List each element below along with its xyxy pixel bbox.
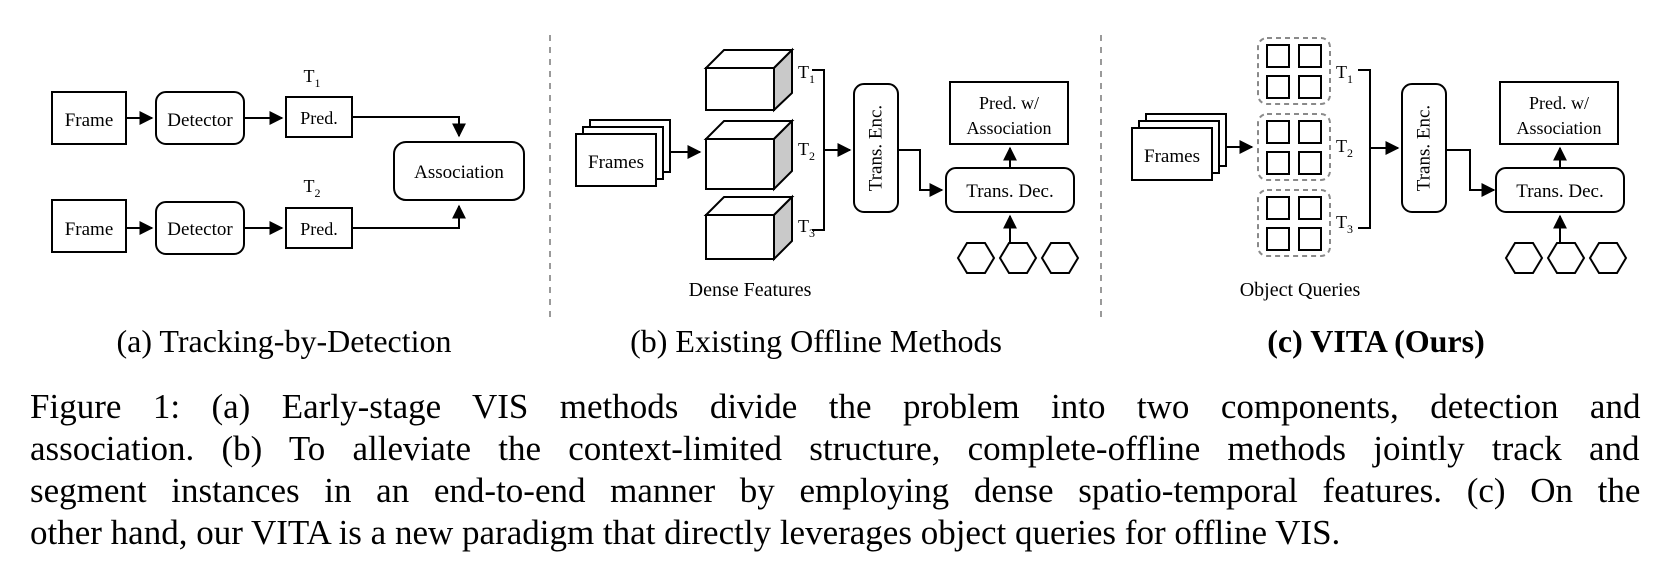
trans-enc-box-c xyxy=(1401,83,1447,213)
frame-label-2: Frame xyxy=(65,219,114,240)
dense-features-label: Dense Features xyxy=(689,279,812,301)
pred-assoc-line2-b: Association xyxy=(967,118,1052,138)
panel-b-label: (b) Existing Offline Methods xyxy=(630,323,1002,359)
t3-label-c: T3 xyxy=(1336,212,1353,236)
query-hexagon-c-3 xyxy=(1588,242,1628,274)
pred-assoc-box-c xyxy=(1499,81,1619,145)
t1-label-c: T1 xyxy=(1336,62,1353,86)
frames-label-b: Frames xyxy=(588,152,644,173)
frames-label-c: Frames xyxy=(1144,146,1200,167)
dense-feature-cube-3 xyxy=(703,194,795,262)
object-query-group-2 xyxy=(1257,113,1331,181)
dense-feature-cube-1 xyxy=(703,47,795,113)
panel-a-label: (a) Tracking-by-Detection xyxy=(116,323,451,359)
pred-label-2: Pred. xyxy=(300,219,338,239)
trans-dec-label-b: Trans. Dec. xyxy=(966,181,1053,202)
frame-box-1 xyxy=(51,91,127,145)
arrow-b3 xyxy=(898,149,944,197)
pred-assoc-line2-c: Association xyxy=(1517,118,1602,138)
caption-line-1: Figure 1: (a) Early-stage VIS methods di… xyxy=(30,387,1641,426)
association-box xyxy=(393,141,525,201)
trans-enc-label-b: Trans. Enc. xyxy=(866,105,887,191)
figure-diagram: Frame Detector Pred. T1 Association Fram… xyxy=(51,35,1628,359)
bracket-c xyxy=(1358,69,1371,229)
t2-label-b: T2 xyxy=(798,139,815,163)
figure-caption: Figure 1: (a) Early-stage VIS methods di… xyxy=(30,386,1640,554)
object-query-group-1 xyxy=(1257,37,1331,105)
frames-stack-front-c xyxy=(1131,127,1213,181)
frame-box-2 xyxy=(51,199,127,253)
object-queries-label: Object Queries xyxy=(1240,279,1361,301)
caption-line-4: other hand, our VITA is a new paradigm t… xyxy=(30,513,1341,552)
caption-line-3: segment instances in an end-to-end manne… xyxy=(30,471,1641,510)
detector-label-2: Detector xyxy=(167,219,233,240)
trans-enc-label-c: Trans. Enc. xyxy=(1414,105,1435,191)
t2-label-c: T2 xyxy=(1336,136,1353,160)
pred-box-2 xyxy=(285,207,353,249)
panel-c-label: (c) VITA (Ours) xyxy=(1267,323,1484,359)
dense-feature-cube-2 xyxy=(703,118,795,192)
trans-enc-box-b xyxy=(853,83,899,213)
pred-assoc-line1-b: Pred. w/ xyxy=(979,93,1039,113)
panel-c: Frames T1 T2 T3 xyxy=(1131,37,1628,359)
frames-stack-front xyxy=(575,133,657,187)
query-hexagon-c-1 xyxy=(1504,242,1544,274)
detector-label-1: Detector xyxy=(167,110,233,131)
arrow-a6 xyxy=(352,204,466,229)
trans-dec-label-c: Trans. Dec. xyxy=(1516,181,1603,202)
t1-label-a: T1 xyxy=(304,66,321,90)
frame-label-1: Frame xyxy=(65,110,114,131)
query-hexagon-b-3 xyxy=(1040,242,1080,274)
t1-label-b: T1 xyxy=(798,62,815,86)
query-hexagon-c-2 xyxy=(1546,242,1586,274)
query-hexagon-b-2 xyxy=(998,242,1038,274)
query-hexagon-b-1 xyxy=(956,242,996,274)
pred-assoc-box-b xyxy=(949,81,1069,145)
arrow-a3 xyxy=(352,116,466,138)
object-query-group-3 xyxy=(1257,189,1331,257)
pred-label-1: Pred. xyxy=(300,108,338,128)
arrow-c3 xyxy=(1446,149,1496,197)
t3-label-b: T3 xyxy=(798,216,815,240)
pred-assoc-line1-c: Pred. w/ xyxy=(1529,93,1589,113)
caption-line-2: association. (b) To alleviate the contex… xyxy=(30,429,1640,468)
t2-label-a: T2 xyxy=(304,176,321,200)
panel-b: Frames T1 T2 T3 Trans. Enc. xyxy=(575,47,1080,359)
panel-a: Frame Detector Pred. T1 Association Fram… xyxy=(51,66,525,359)
association-label: Association xyxy=(414,162,504,183)
